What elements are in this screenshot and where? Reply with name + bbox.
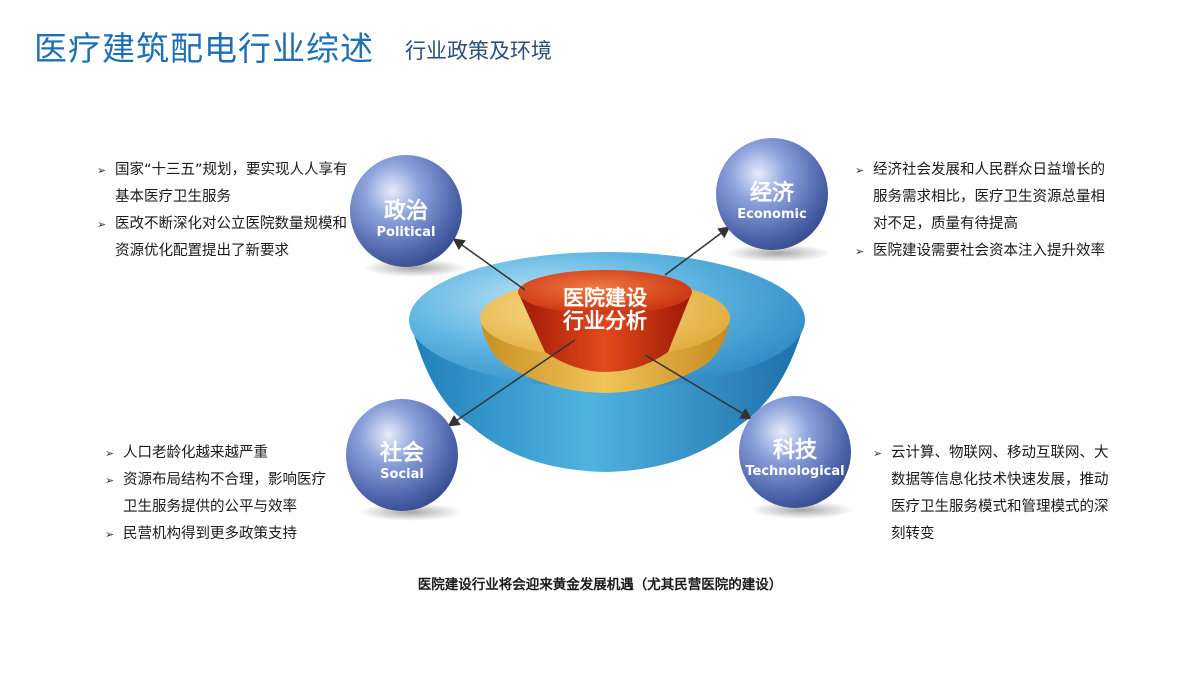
center-label-line1: 医院建设 [563,286,647,310]
social-point: 民营机构得到更多政策支持 [105,521,330,548]
sphere-technological: 科技 Technological [739,396,854,519]
economic-points: 经济社会发展和人民群众日益增长的服务需求相比，医疗卫生资源总量相对不足，质量有待… [855,157,1115,265]
arrow-social [447,339,576,427]
page-title: 医疗建筑配电行业综述 [34,29,374,68]
inner-cup: 医院建设 行业分析 [518,270,692,372]
economic-point: 经济社会发展和人民群众日益增长的服务需求相比，医疗卫生资源总量相对不足，质量有待… [855,157,1115,238]
sphere-political-cn: 政治 [384,198,428,224]
sphere-economic-cn: 经济 [750,180,795,206]
social-point: 人口老龄化越来越严重 [105,440,330,467]
social-point: 资源布局结构不合理，影响医疗卫生服务提供的公平与效率 [105,467,330,521]
arrow-technological [644,354,753,420]
sphere-technological-en: Technological [745,464,844,479]
sphere-social: 社会 Social [346,399,462,521]
sphere-political: 政治 Political [350,155,467,277]
technological-points: 云计算、物联网、移动互联网、大数据等信息化技术快速发展，推动医疗卫生服务模式和管… [873,440,1113,548]
technological-point: 云计算、物联网、移动互联网、大数据等信息化技术快速发展，推动医疗卫生服务模式和管… [873,440,1113,548]
page-subtitle: 行业政策及环境 [405,39,552,63]
political-point: 国家“十三五”规划，要实现人人享有基本医疗卫生服务 [97,157,357,211]
economic-point: 医院建设需要社会资本注入提升效率 [855,238,1115,265]
sphere-political-en: Political [377,225,436,240]
center-label-line2: 行业分析 [562,309,647,333]
social-points: 人口老龄化越来越严重 资源布局结构不合理，影响医疗卫生服务提供的公平与效率 民营… [105,440,330,548]
sphere-technological-cn: 科技 [773,438,818,463]
political-points: 国家“十三五”规划，要实现人人享有基本医疗卫生服务 医改不断深化对公立医院数量规… [97,157,357,265]
connector-arrows [447,226,753,427]
arrow-political [452,238,526,291]
conclusion-text: 医院建设行业将会迎来黄金发展机遇（尤其民营医院的建设） [417,577,783,593]
sphere-economic-en: Economic [737,207,806,222]
sphere-economic: 经济 Economic [716,138,830,262]
political-point: 医改不断深化对公立医院数量规模和资源优化配置提出了新要求 [97,211,357,265]
arrow-economic [664,226,731,276]
sphere-social-en: Social [380,467,424,482]
sphere-social-cn: 社会 [380,440,424,466]
